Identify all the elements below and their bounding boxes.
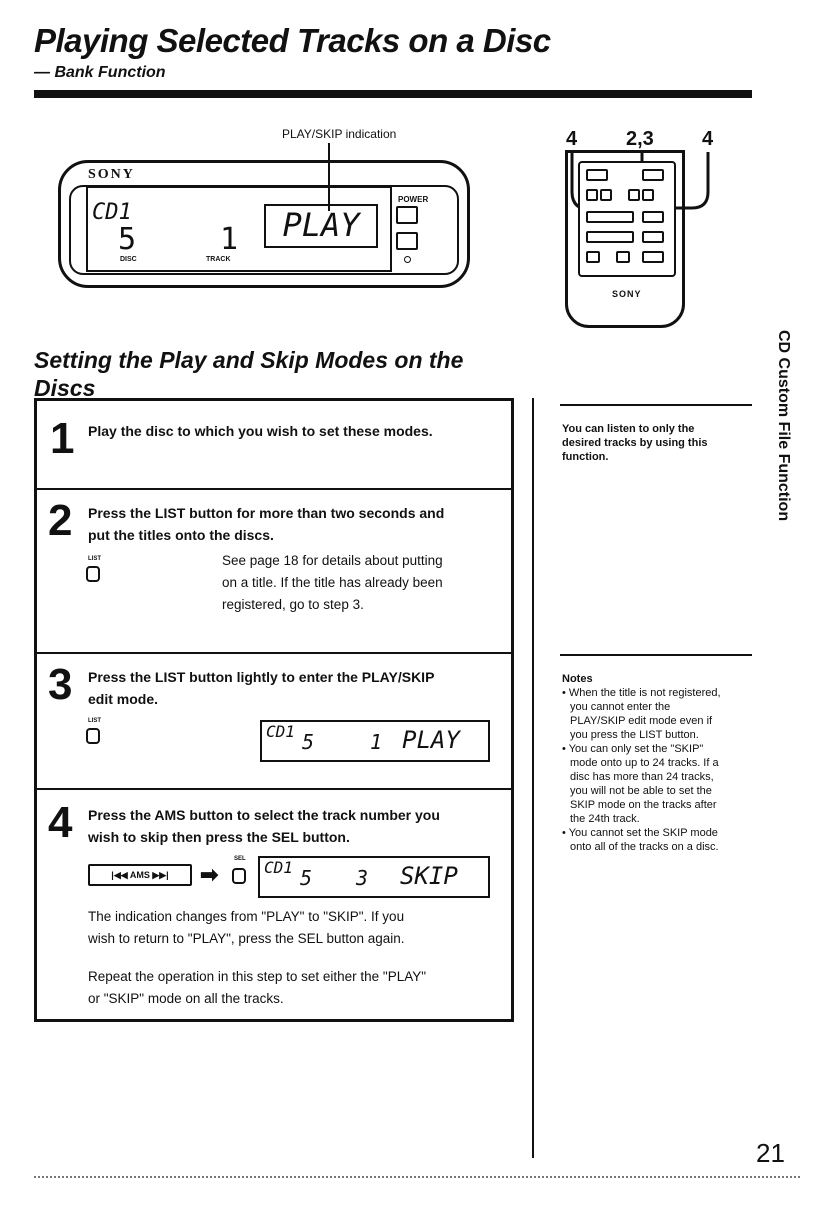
- note-2-line3: disc has more than 24 tracks,: [570, 771, 714, 783]
- tip-text: You can listen to only the desired track…: [562, 422, 708, 464]
- step-3-display-disc: 5: [302, 730, 315, 754]
- display-cd-indicator: CD1: [92, 200, 132, 225]
- tip-line3: function.: [562, 451, 609, 463]
- column-divider: [532, 398, 534, 1158]
- step-4-display-mode: SKIP: [400, 862, 458, 890]
- arrow-right-icon: ➡: [200, 862, 219, 887]
- section-heading-line1: Setting the Play and Skip Modes on the: [34, 347, 464, 373]
- note-2-line6: the 24th track.: [570, 813, 640, 825]
- step-divider-1: [34, 488, 514, 490]
- note-2-line4: you will not be able to set the: [570, 785, 712, 797]
- note-2-line2: mode onto up to 24 tracks. If a: [570, 757, 719, 769]
- step-divider-2: [34, 652, 514, 654]
- notes-rule: [560, 654, 752, 656]
- step-4-instruction-line2: wish to skip then press the SEL button.: [88, 829, 350, 845]
- step-4-body-line3: Repeat the operation in this step to set…: [88, 969, 427, 984]
- note-2-line5: SKIP mode on the tracks after: [570, 799, 717, 811]
- remote-brand: SONY: [612, 289, 642, 299]
- step-4-body-line2: wish to return to "PLAY", press the SEL …: [88, 931, 405, 946]
- step-4-display-cd: CD1: [264, 858, 293, 877]
- step-1-number: 1: [50, 414, 75, 463]
- step-2-instruction: Press the LIST button for more than two …: [88, 502, 444, 546]
- tip-line2: desired tracks by using this: [562, 437, 708, 449]
- note-1-line2: you cannot enter the: [570, 701, 671, 713]
- note-3-line2: onto all of the tracks on a disc.: [570, 841, 719, 853]
- notes-heading: Notes: [562, 673, 593, 685]
- step-3-list-label: LIST: [88, 718, 101, 724]
- step-2-body-line2: on a title. If the title has already bee…: [222, 575, 443, 590]
- display-play-skip-indication: PLAY: [264, 204, 378, 248]
- power-label: POWER: [398, 195, 429, 204]
- step-2-list-label: LIST: [88, 556, 101, 562]
- sel-button-icon: [232, 868, 246, 884]
- indication-leader-line: [328, 143, 330, 211]
- step-3-instruction-line2: edit mode.: [88, 691, 159, 707]
- step-3-instruction: Press the LIST button lightly to enter t…: [88, 666, 434, 710]
- step-4-display-track: 3: [356, 866, 369, 890]
- side-tab: CD Custom File Function: [770, 330, 794, 540]
- remote-commander-illustration: [565, 150, 685, 328]
- step-3-display-cd: CD1: [266, 722, 295, 741]
- step-2-body-line3: registered, go to step 3.: [222, 597, 364, 612]
- tip-rule: [560, 404, 752, 406]
- remote-callout-4-right: 4: [702, 128, 714, 150]
- step-3-display-track: 1: [370, 730, 383, 754]
- steps-box: [34, 398, 514, 1022]
- step-3-number: 3: [48, 660, 73, 709]
- section-heading: Setting the Play and Skip Modes on the D…: [34, 346, 463, 402]
- page-subtitle: — Bank Function: [34, 64, 166, 81]
- step-3-instruction-line1: Press the LIST button lightly to enter t…: [88, 669, 435, 685]
- display-disc-label: DISC: [120, 256, 137, 263]
- display-track-number: 1: [220, 222, 239, 257]
- reset-hole-icon: [404, 256, 411, 263]
- page-title: Playing Selected Tracks on a Disc: [34, 22, 551, 59]
- step-4-number: 4: [48, 798, 73, 847]
- step-divider-3: [34, 788, 514, 790]
- step-3-list-button-icon: [86, 728, 100, 744]
- step-2-body: See page 18 for details about putting on…: [222, 550, 443, 616]
- note-3-line1: • You cannot set the SKIP mode: [562, 827, 718, 839]
- tip-line1: You can listen to only the: [562, 423, 695, 435]
- sel-label: SEL: [234, 856, 246, 862]
- step-4-instruction: Press the AMS button to select the track…: [88, 804, 440, 848]
- note-1-line3: PLAY/SKIP edit mode even if: [570, 715, 713, 727]
- note-2-line1: • You can only set the "SKIP": [562, 743, 704, 755]
- note-1-line1: • When the title is not registered,: [562, 687, 721, 699]
- display-track-label: TRACK: [206, 256, 231, 263]
- step-4-body: The indication changes from "PLAY" to "S…: [88, 906, 426, 1010]
- note-1-line4: you press the LIST button.: [570, 729, 699, 741]
- step-4-body-line4: or "SKIP" mode on all the tracks.: [88, 991, 284, 1006]
- step-4-instruction-line1: Press the AMS button to select the track…: [88, 807, 440, 823]
- power-button: [396, 206, 418, 224]
- step-3-display: CD1 5 1 PLAY: [260, 720, 490, 762]
- page-number: 21: [756, 1138, 785, 1168]
- step-2-number: 2: [48, 496, 73, 545]
- ams-button-icon: |◀◀ AMS ▶▶|: [88, 864, 192, 886]
- step-4-body-line1: The indication changes from "PLAY" to "S…: [88, 909, 405, 924]
- step-2-instruction-line2: put the titles onto the discs.: [88, 527, 274, 543]
- remote-callout-4-left: 4: [566, 128, 578, 150]
- step-2-body-line1: See page 18 for details about putting: [222, 553, 443, 568]
- step-4-display: CD1 5 3 SKIP: [258, 856, 490, 898]
- head-unit-display: [86, 186, 392, 272]
- step-2-instruction-line1: Press the LIST button for more than two …: [88, 505, 445, 521]
- scan-artifact-line: [34, 1176, 800, 1186]
- indication-label: PLAY/SKIP indication: [282, 127, 397, 141]
- section-heading-line2: Discs: [34, 375, 96, 401]
- step-2-list-button-icon: [86, 566, 100, 582]
- side-tab-label: CD Custom File Function: [775, 330, 792, 522]
- step-4-display-disc: 5: [300, 866, 313, 890]
- eject-button: [396, 232, 418, 250]
- step-1-instruction: Play the disc to which you wish to set t…: [88, 423, 433, 439]
- ams-next-icon: ▶▶|: [149, 870, 169, 880]
- notes: Notes • When the title is not registered…: [562, 672, 762, 854]
- head-unit-brand: SONY: [88, 167, 135, 182]
- ams-label: AMS: [129, 870, 150, 880]
- ams-prev-icon: |◀◀: [111, 870, 130, 880]
- display-disc-number: 5: [118, 222, 137, 257]
- step-3-display-mode: PLAY: [402, 726, 460, 754]
- remote-callout-2-3: 2,3: [626, 128, 654, 150]
- title-rule: [34, 90, 752, 98]
